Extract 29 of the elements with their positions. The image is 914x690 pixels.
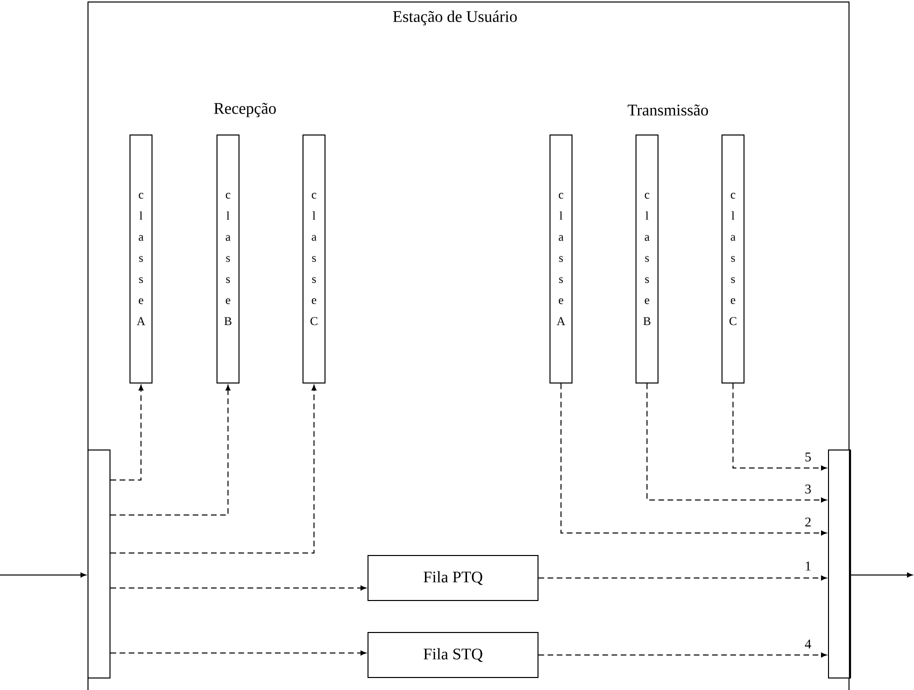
arrow	[538, 576, 827, 580]
queue-column: classe B	[216, 134, 240, 384]
bus-bar	[88, 450, 110, 678]
edge-label: 2	[804, 516, 812, 528]
arrow	[732, 383, 827, 470]
arrow	[110, 586, 366, 590]
arrow	[850, 572, 913, 578]
bus-bar	[828, 450, 852, 678]
queue-column: classe A	[130, 134, 152, 384]
section-heading: Transmissão	[628, 104, 708, 116]
arrow	[110, 384, 230, 516]
arrow	[110, 384, 316, 554]
section-heading: Recepção	[214, 102, 276, 118]
arrow	[110, 650, 366, 656]
queue-column: classe B	[636, 134, 658, 384]
arrow	[646, 383, 827, 502]
arrow	[110, 384, 144, 480]
queue-column: classe C	[722, 134, 744, 384]
edge-label: 3	[804, 484, 812, 494]
arrow	[538, 652, 827, 658]
queue-column: classe A	[550, 134, 572, 384]
edge-label: 5	[804, 452, 812, 462]
queue-box: Fila STQ	[368, 632, 538, 678]
arrow	[0, 572, 86, 578]
edge-label: 4	[804, 638, 812, 650]
edge-label: 1	[804, 560, 812, 572]
queue-box: Fila PTQ	[368, 555, 538, 601]
queue-column: classe C	[302, 134, 326, 384]
arrow	[560, 383, 827, 536]
